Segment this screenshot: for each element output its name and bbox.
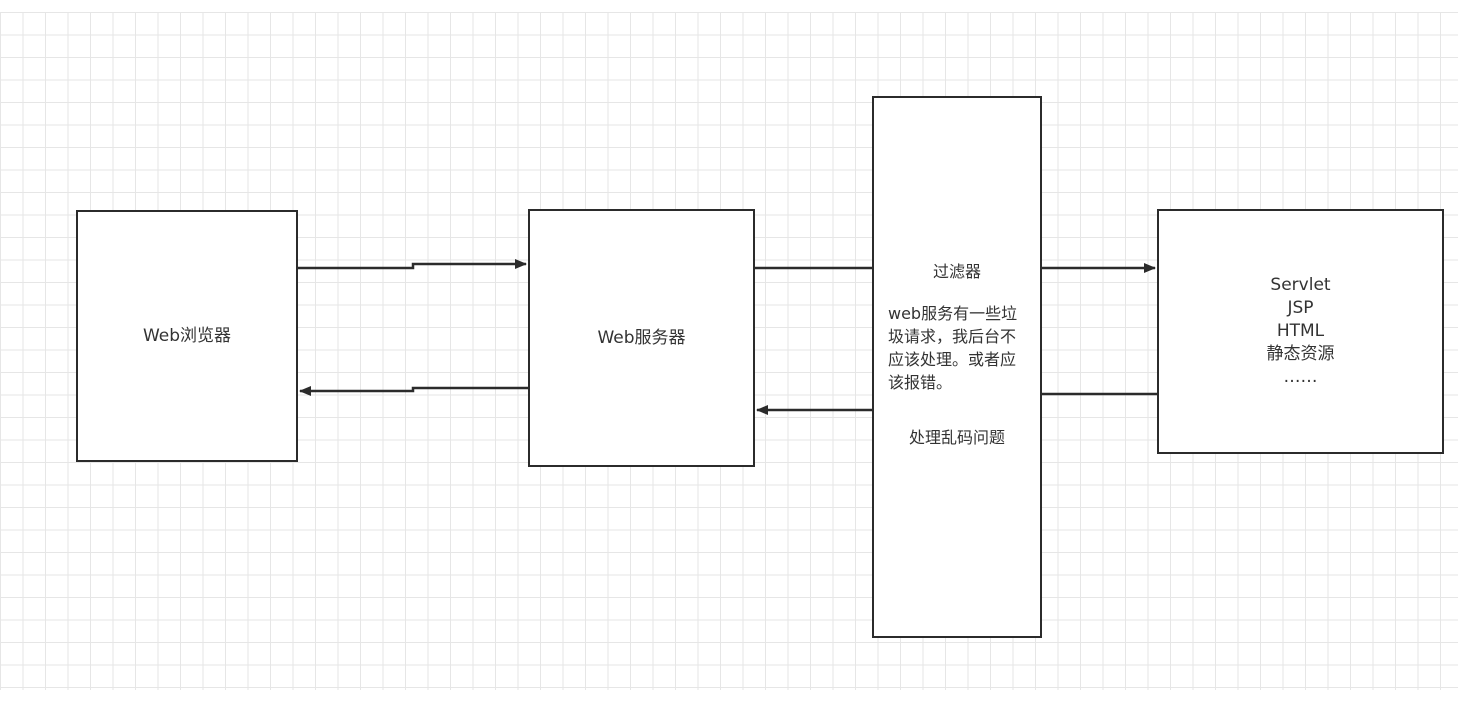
filter-note: 处理乱码问题 (908, 428, 1005, 447)
filter-node[interactable]: 过滤器 web服务有一些垃圾请求，我后台不应该处理。或者应该报错。 处理乱码问题 (872, 96, 1042, 638)
web-server-node[interactable]: Web服务器 (528, 209, 755, 467)
resource-static: 静态资源 (1266, 344, 1335, 364)
web-browser-node[interactable]: Web浏览器 (76, 210, 298, 462)
resources-node[interactable]: Servlet JSP HTML 静态资源 …… (1157, 209, 1444, 454)
web-server-label: Web服务器 (597, 328, 686, 348)
resource-more: …… (1283, 367, 1318, 387)
resource-servlet: Servlet (1270, 275, 1331, 295)
filter-title: 过滤器 (932, 262, 981, 281)
resource-jsp: JSP (1287, 298, 1314, 318)
web-browser-label: Web浏览器 (142, 326, 232, 346)
filter-description: web服务有一些垃圾请求，我后台不应该处理。或者应该报错。 (888, 304, 1018, 392)
resource-html: HTML (1276, 321, 1325, 341)
